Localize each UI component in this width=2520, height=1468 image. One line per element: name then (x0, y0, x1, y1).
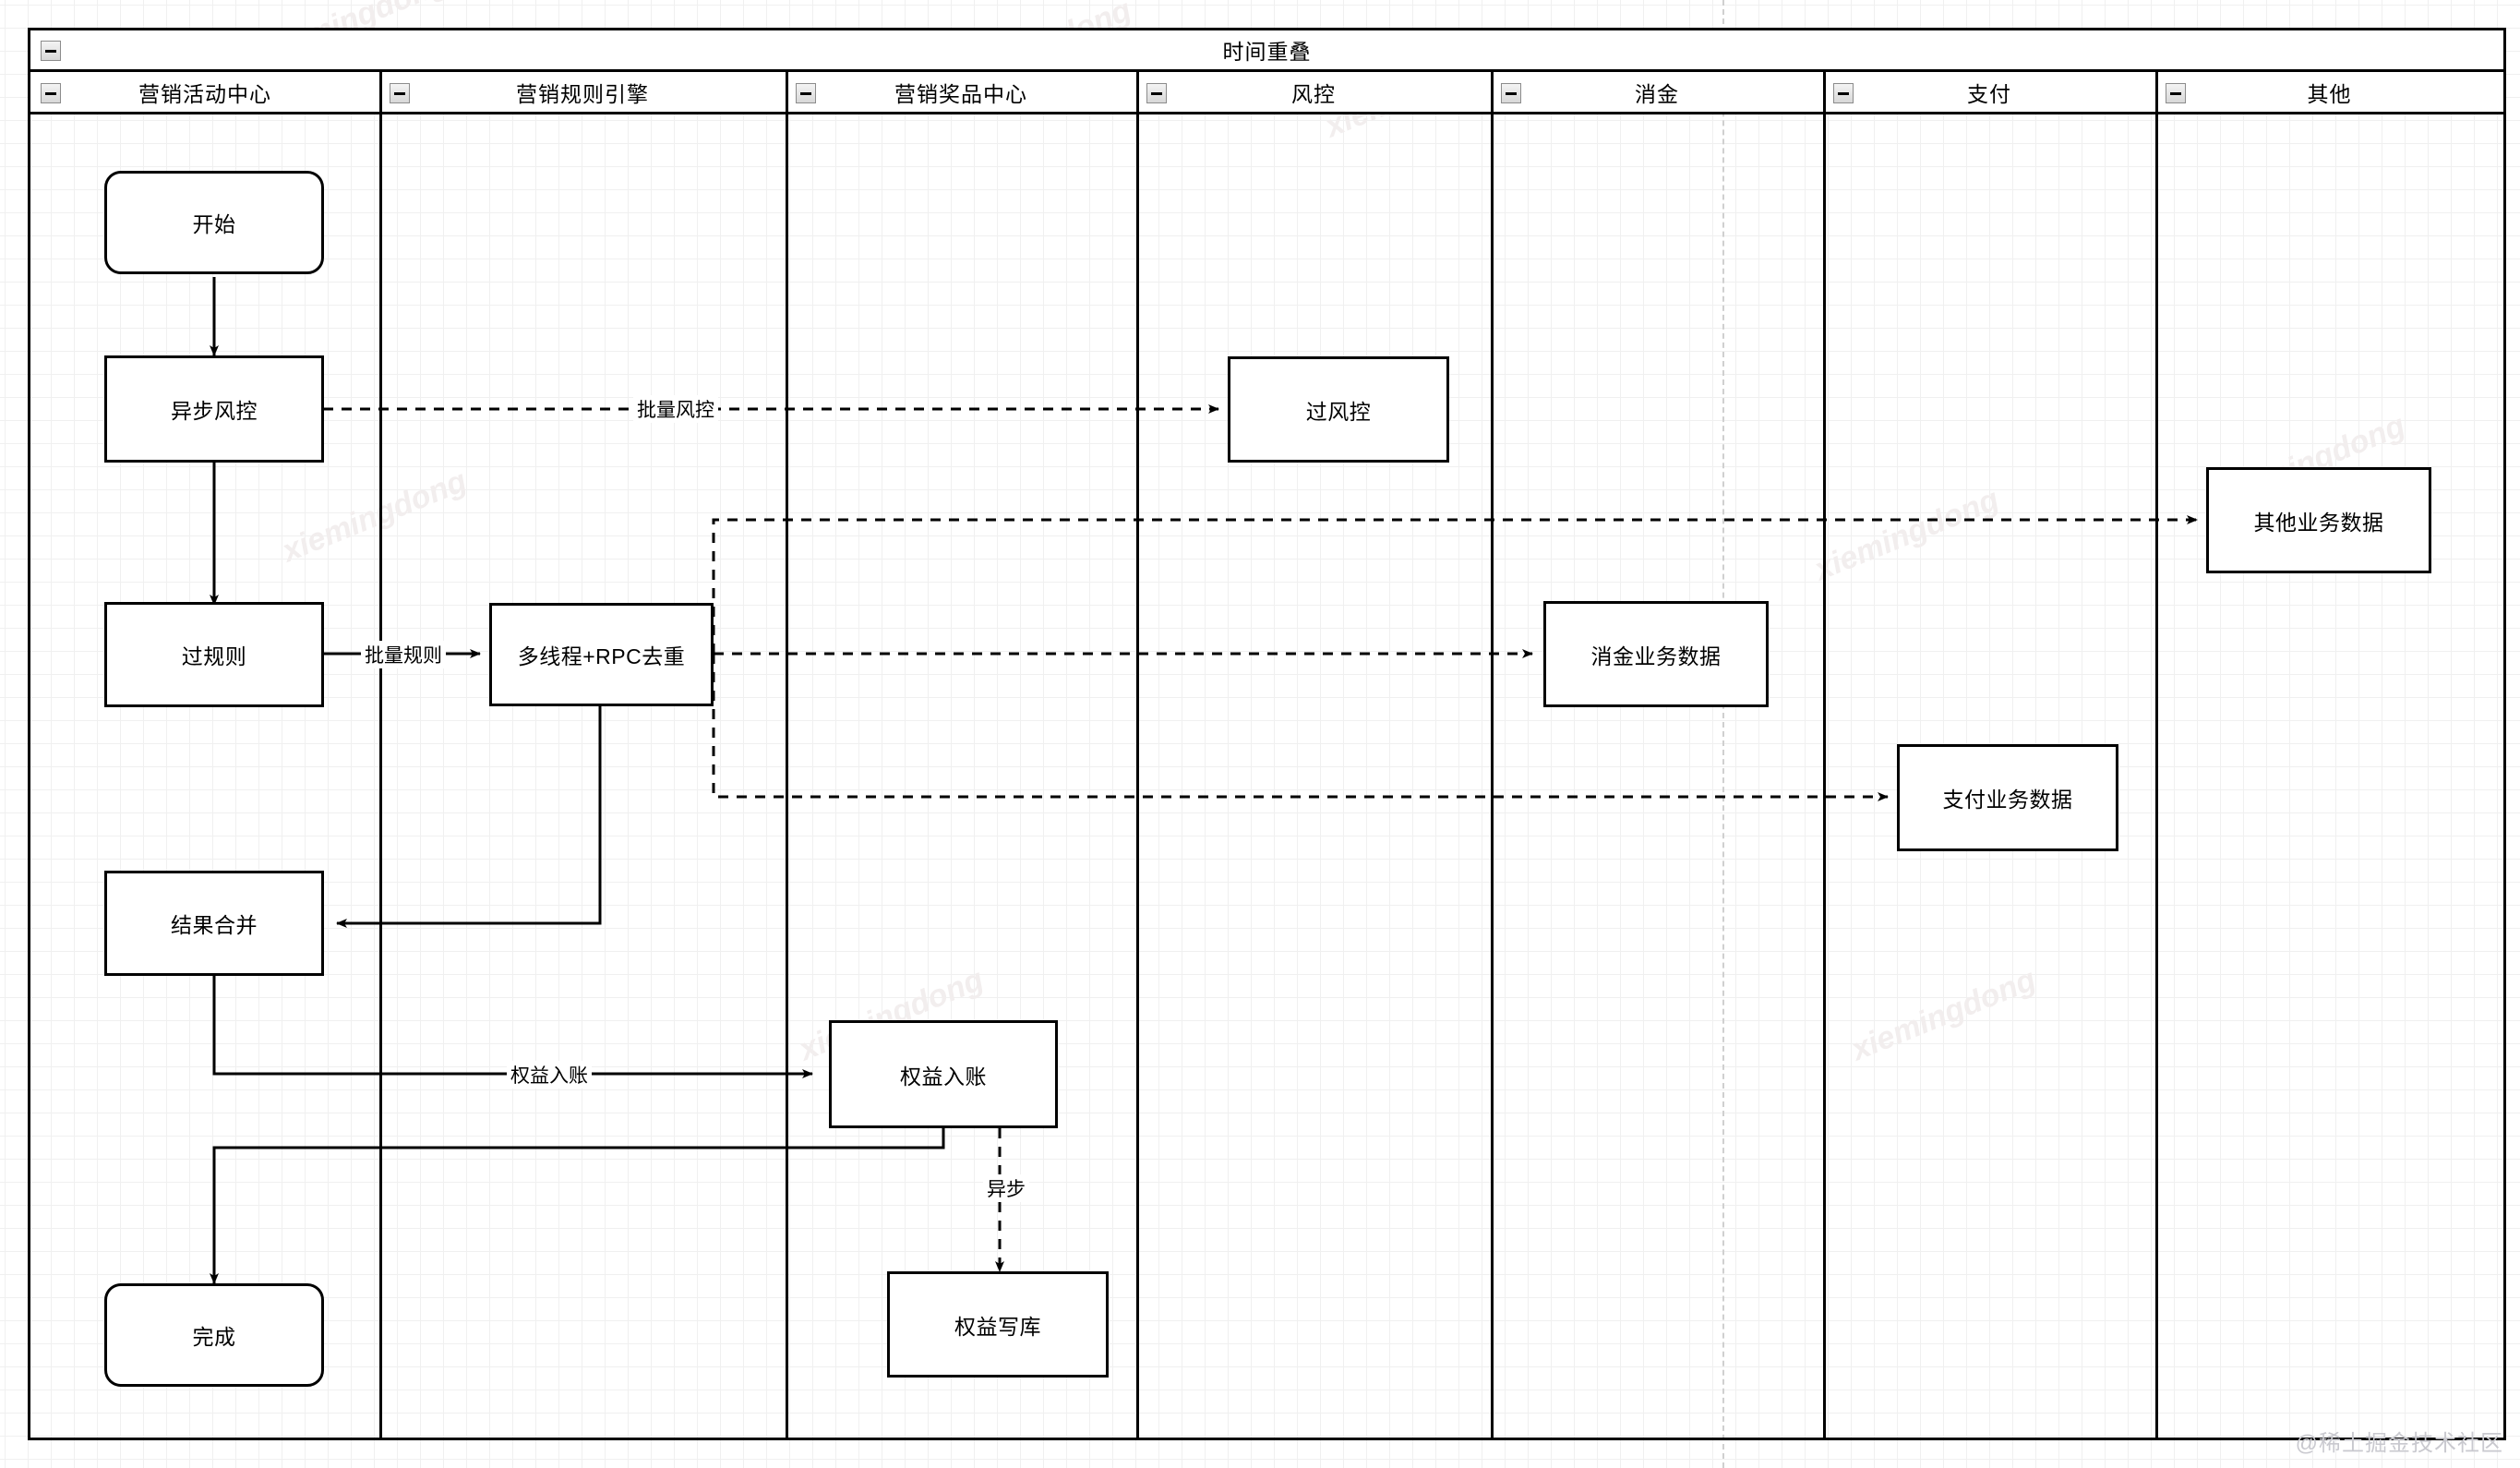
edge-label-benefit-credit: 权益入账 (507, 1061, 592, 1089)
community-watermark: @稀土掘金技术社区 (2295, 1431, 2503, 1456)
lane-header-row: 营销活动中心 营销规则引擎 营销奖品中心 风控 消金 支付 其他 (30, 72, 2503, 114)
lane-divider (1491, 72, 1494, 1440)
lane-divider (786, 72, 788, 1440)
node-merge-result[interactable]: 结果合并 (104, 871, 324, 976)
node-multithread-rpc[interactable]: 多线程+RPC去重 (489, 603, 714, 706)
edge-label-batch-rule: 批量规则 (361, 641, 446, 668)
swimlane-pool (28, 28, 2506, 1440)
lane-header-consumer-finance[interactable]: 消金 (1491, 72, 1823, 112)
node-async-risk[interactable]: 异步风控 (104, 355, 324, 463)
edge-label-batch-risk: 批量风控 (633, 395, 718, 423)
minus-square-icon[interactable] (41, 41, 61, 61)
node-pass-rule[interactable]: 过规则 (104, 602, 324, 707)
lane-divider (1823, 72, 1826, 1440)
lane-header-marketing-rule[interactable]: 营销规则引擎 (379, 72, 786, 112)
lane-divider (2155, 72, 2158, 1440)
node-consumer-data[interactable]: 消金业务数据 (1543, 601, 1769, 707)
minus-square-icon[interactable] (1501, 83, 1521, 103)
minus-square-icon[interactable] (2166, 83, 2186, 103)
minus-square-icon[interactable] (1146, 83, 1167, 103)
node-benefit-write[interactable]: 权益写库 (887, 1271, 1109, 1378)
minus-square-icon[interactable] (41, 83, 61, 103)
node-other-data[interactable]: 其他业务数据 (2206, 467, 2431, 573)
edge-label-async: 异步 (983, 1174, 1029, 1202)
lane-header-marketing-activity[interactable]: 营销活动中心 (30, 72, 379, 112)
node-finish[interactable]: 完成 (104, 1283, 324, 1387)
lane-header-marketing-prize[interactable]: 营销奖品中心 (786, 72, 1136, 112)
node-payment-data[interactable]: 支付业务数据 (1897, 744, 2118, 851)
node-benefit-credit[interactable]: 权益入账 (829, 1020, 1058, 1128)
lane-header-riskcontrol[interactable]: 风控 (1136, 72, 1491, 112)
node-start[interactable]: 开始 (104, 171, 324, 274)
minus-square-icon[interactable] (796, 83, 816, 103)
node-pass-risk[interactable]: 过风控 (1228, 356, 1449, 463)
lane-header-other[interactable]: 其他 (2155, 72, 2503, 112)
pool-title: 时间重叠 (30, 30, 2503, 72)
lane-header-payment[interactable]: 支付 (1823, 72, 2155, 112)
minus-square-icon[interactable] (1833, 83, 1854, 103)
lane-divider (1136, 72, 1139, 1440)
minus-square-icon[interactable] (390, 83, 410, 103)
lane-divider (379, 72, 382, 1440)
